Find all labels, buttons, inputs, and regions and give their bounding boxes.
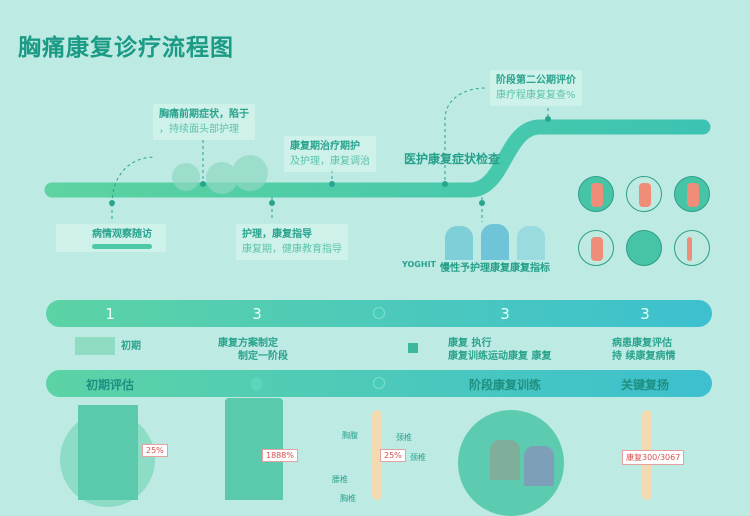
- timeline-path: [44, 87, 711, 222]
- timeline-note: 阶段第二公期评价康疗程康复复查%: [490, 70, 582, 106]
- timeline-note: 护理，康复指导康复期，健康教育指导: [236, 224, 348, 260]
- building-illustration: [78, 405, 138, 500]
- step-detail-text: 康复训练运动康复 康复: [448, 351, 552, 362]
- step-number: 3: [500, 305, 510, 323]
- organ-icon: [578, 176, 614, 212]
- step-check-icon: [373, 307, 385, 319]
- percent-label: 康复300/3067: [622, 450, 685, 465]
- patient-figure: [524, 446, 554, 486]
- note-line: 康复期治疗期护: [290, 141, 360, 152]
- note-line: 胸痛前期症状，陷于: [159, 109, 249, 120]
- chart-icon: [75, 337, 115, 355]
- organ-icon: [578, 230, 614, 266]
- organ-icon: [674, 230, 710, 266]
- step-number: 3: [640, 305, 650, 323]
- organ-icon: [674, 176, 710, 212]
- note-line: 及护理，康复调治: [290, 156, 370, 167]
- step-detail-text: 病患康复评估: [612, 338, 672, 349]
- timeline-caption: YOGHIT: [402, 260, 437, 269]
- phase-check-icon: [373, 377, 385, 389]
- note-line: 阶段第二公期评价: [496, 75, 576, 86]
- percent-label: 25%: [142, 444, 168, 457]
- step-detail-text: 制定一阶段: [238, 351, 288, 362]
- anatomy-label: 胸椎: [340, 494, 356, 503]
- note-line: 病情观察随访: [92, 229, 152, 240]
- step-detail: 初期: [75, 337, 141, 355]
- percent-label: 1888%: [262, 449, 298, 462]
- spine-illustration: [372, 410, 382, 500]
- progress-bar: [92, 244, 152, 249]
- timeline-note: 病情观察随访: [56, 224, 166, 252]
- note-line: 护理，康复指导: [242, 229, 312, 240]
- step-detail-text: 康复方案制定: [218, 338, 278, 349]
- timeline-note: 康复期治疗期护及护理，康复调治: [284, 136, 376, 172]
- timeline-heading: 医护康复症状检查: [404, 152, 501, 166]
- note-line: 康疗程康复复查%: [496, 90, 576, 101]
- step-number: 3: [252, 305, 262, 323]
- step-detail: 康复方案制定制定一阶段: [218, 337, 288, 363]
- step-detail: 康复 执行康复训练运动康复 康复: [408, 337, 551, 363]
- step-detail: 病患康复评估持 续康复病情: [612, 337, 675, 363]
- clipboard-icon: [408, 343, 418, 353]
- step-detail-text: 持 续康复病情: [612, 351, 676, 362]
- anatomy-label: 颈椎: [396, 433, 412, 442]
- step-number: 1: [105, 305, 115, 323]
- note-line: 康复期，健康教育指导: [242, 244, 342, 255]
- phase-bar: 初期评估 阶段康复训练 关键复扬: [46, 370, 712, 397]
- phase-label: 关键复扬: [620, 378, 670, 392]
- organ-icon: [626, 176, 662, 212]
- anatomy-label: 胸腹: [342, 431, 358, 440]
- organ-icon: [626, 230, 662, 266]
- patient-figure: [490, 440, 520, 480]
- anatomy-label: 颈椎: [410, 453, 426, 462]
- timeline-caption: 慢性予护理康复康复指标: [440, 263, 550, 274]
- patient-illustrations: [445, 222, 545, 260]
- step-detail-text: 康复 执行: [448, 338, 492, 349]
- anatomy-label: 腰椎: [332, 475, 348, 484]
- phase-label: 初期评估: [85, 378, 135, 392]
- phase-dot-icon: [251, 377, 263, 391]
- timeline-note: 胸痛前期症状，陷于 ，持续面头部护理: [153, 104, 255, 140]
- step-number-bar: 1 3 3 3: [46, 300, 712, 327]
- step-detail-text: 初期: [121, 341, 141, 352]
- phase-label: 阶段康复训练: [468, 378, 542, 392]
- page-title: 胸痛康复诊疗流程图: [18, 35, 234, 61]
- note-line: ，持续面头部护理: [159, 124, 239, 135]
- percent-label: 25%: [380, 449, 406, 462]
